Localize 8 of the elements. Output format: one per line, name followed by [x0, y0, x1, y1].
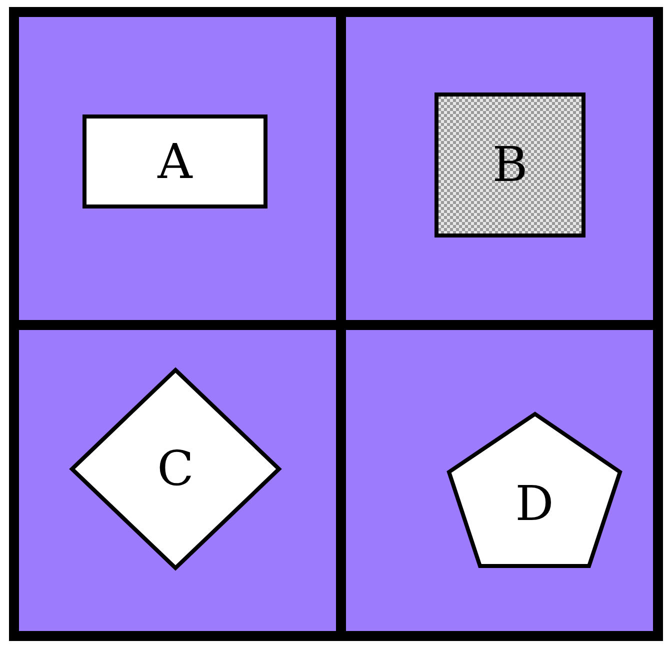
node-label: D [515, 480, 554, 528]
process-box [83, 115, 267, 208]
decision-diamond [70, 368, 281, 570]
node-label: C [157, 445, 194, 493]
node-label: A [158, 138, 192, 186]
node-label: B [492, 141, 528, 189]
hatched-box [435, 93, 585, 237]
pentagon-shape [447, 412, 622, 568]
